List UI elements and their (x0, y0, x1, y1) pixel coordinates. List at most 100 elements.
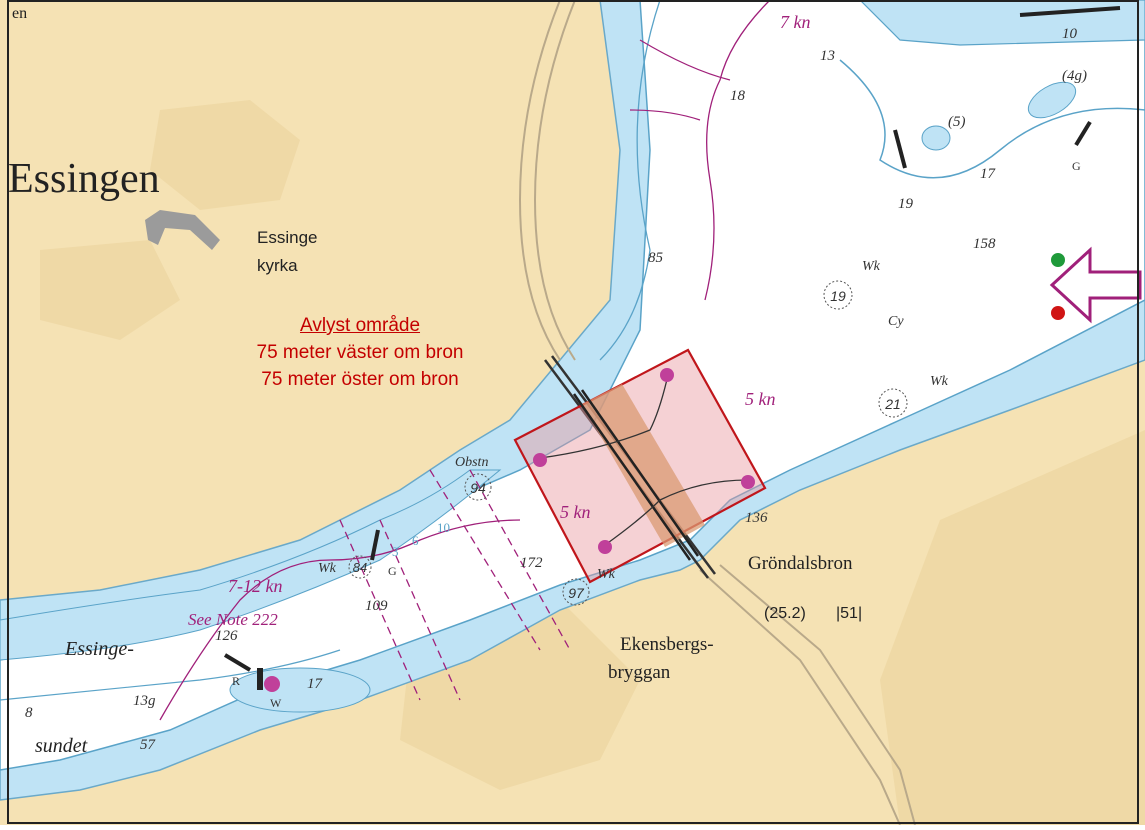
shallow-band (0, 469, 502, 661)
depth-sounding: 172 (520, 555, 543, 571)
speed-label-west: 7-12 kn (228, 576, 282, 596)
shallow-patch (1027, 81, 1077, 119)
wreck-label: Wk (318, 561, 337, 576)
notice-line-east: 75 meter öster om bron (261, 369, 459, 390)
depth-sounding: 8 (25, 705, 33, 721)
depth-sounding: 57 (140, 737, 157, 753)
red-buoy-icon (1051, 306, 1065, 320)
mooring-buoy-icon (598, 540, 612, 554)
cable-line (629, 109, 701, 121)
beacon-icon (893, 129, 907, 169)
circled-depth-21: 21 (884, 396, 901, 412)
cable-line (159, 519, 521, 721)
depth-sounding: 19 (898, 196, 914, 212)
built-area (880, 430, 1145, 825)
depth-contour (0, 649, 341, 701)
place-essingesundet: sundet (35, 735, 88, 757)
depth-contour (599, 0, 661, 361)
place-ekensbergsbryggan: bryggan (608, 662, 671, 683)
contour-label: 10 (437, 520, 450, 535)
mooring-line (604, 479, 749, 546)
beacon-icon (1074, 120, 1092, 147)
wreck-label: Wk (597, 567, 616, 582)
shallow-patch (921, 125, 951, 151)
depth-sounding: 17 (307, 676, 324, 692)
circled-depth (562, 578, 590, 606)
circled-depth (878, 388, 908, 418)
depth-sounding: 13g (133, 693, 156, 709)
mooring-buoy-icon (660, 368, 674, 382)
place-essinge-kyrka: Essinge (257, 228, 317, 247)
deep-water (0, 0, 1145, 771)
cable-line (639, 39, 731, 81)
depth-contour (839, 59, 1145, 179)
place-fragment: en (12, 5, 27, 22)
shallow-patch (859, 0, 1145, 46)
wreck-label: Wk (862, 259, 881, 274)
contour-label: 6 (412, 533, 419, 548)
chart-border (7, 0, 1139, 824)
circled-depth (464, 473, 492, 501)
road-line (699, 569, 901, 826)
church-icon (145, 210, 220, 250)
coral-label: Cy (888, 314, 904, 329)
built-area (150, 100, 300, 210)
depth-sounding: 136 (745, 510, 768, 526)
light-letter: R (232, 674, 240, 688)
place-essingesundet: Essinge- (64, 638, 134, 660)
depth-sounding: 158 (973, 236, 996, 252)
depth-sounding: 109 (365, 598, 388, 614)
circled-depth-84: 84 (353, 560, 367, 575)
shallow-patch (229, 667, 371, 713)
speed-label-north: 7 kn (780, 12, 811, 32)
arrow-left-icon (1049, 246, 1142, 324)
built-area (40, 240, 180, 340)
beacon-icon (223, 653, 252, 672)
depth-sounding: (5) (948, 114, 966, 130)
green-buoy-icon (1051, 253, 1065, 267)
beacon-icon (370, 529, 380, 561)
notice-line-west: 75 meter väster om bron (256, 342, 464, 363)
wreck-label: Wk (930, 374, 949, 389)
road-line (719, 564, 916, 826)
pier-line (1019, 6, 1121, 17)
circled-depth-94: 94 (470, 480, 486, 496)
limit-line (379, 519, 461, 701)
light-letter: G (1072, 159, 1081, 173)
place-grondalsbron[interactable]: Gröndalsbron (748, 553, 853, 574)
limit-line (339, 519, 421, 701)
bridge-deck (580, 389, 700, 557)
road-line (533, 0, 576, 361)
bridge-deck (572, 393, 692, 561)
depth-sounding: 126 (215, 628, 238, 644)
mooring-buoy-icon (741, 475, 755, 489)
depth-sounding: 85 (648, 250, 664, 266)
speed-label-east: 5 kn (745, 389, 776, 409)
circled-depth (348, 555, 372, 579)
obstruction-label: Obstn (455, 455, 488, 470)
depth-sounding: (4g) (1062, 68, 1087, 84)
note-reference[interactable]: See Note 222 (188, 610, 278, 629)
bridge-clearance: (25.2) (764, 605, 806, 622)
circled-depth-19: 19 (830, 288, 846, 304)
limit-line (469, 469, 571, 651)
bridge-width: |51| (836, 605, 862, 622)
place-essinge-kyrka: kyrka (257, 256, 298, 275)
depth-sounding: 10 (1062, 26, 1078, 42)
notice-heading: Avlyst område (299, 315, 421, 336)
cable-line (704, 0, 771, 301)
contour-label: 3 (392, 544, 399, 559)
light-flare-icon (264, 676, 280, 692)
road-line (518, 0, 561, 361)
depth-sounding: 18 (730, 88, 746, 104)
circled-depth (823, 280, 853, 310)
depth-sounding: 13 (820, 48, 835, 64)
bridge-band (582, 384, 705, 547)
mooring-buoy-icon (533, 453, 547, 467)
speed-label-zone: 5 kn (560, 502, 591, 522)
light-letter: W (270, 696, 282, 710)
mooring-line (539, 374, 669, 459)
limit-line (429, 469, 541, 651)
